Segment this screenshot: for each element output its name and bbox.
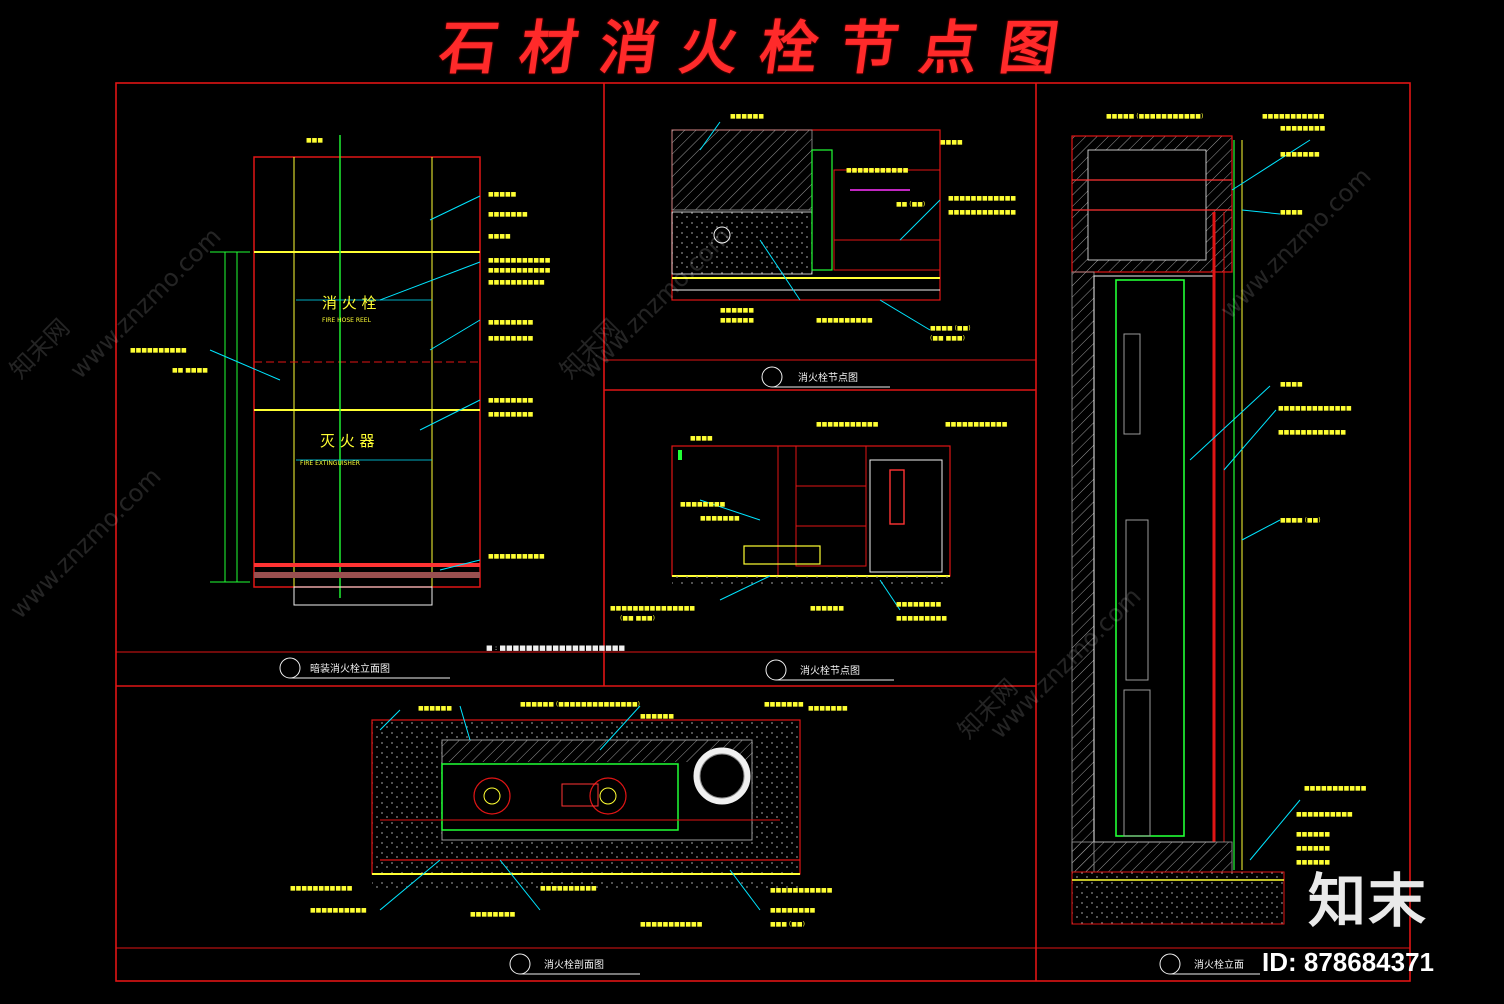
svg-text:(■■ ■■■): (■■ ■■■) — [620, 615, 655, 622]
svg-text:(■■ ■■■): (■■ ■■■) — [930, 335, 965, 342]
side-elevation-title-block: 消火栓立面 — [1159, 953, 1260, 975]
svg-text:■■■■■: ■■■■■ — [488, 191, 517, 198]
svg-text:■■■■■■■■■■■: ■■■■■■■■■■■ — [290, 885, 353, 892]
elevation-title-block: 暗装消火栓立面图 ■ : ■■■■■■■■■■■■■■■■■■■ — [279, 644, 625, 679]
svg-text:■■■■■■■■■■■■: ■■■■■■■■■■■■ — [948, 209, 1016, 216]
svg-text:■■■■■■: ■■■■■■ — [720, 307, 754, 314]
image-id-label: ID: 878684371 — [1262, 947, 1435, 977]
elevation-title: 暗装消火栓立面图 — [310, 662, 390, 675]
svg-text:■■■■: ■■■■ — [1280, 209, 1303, 216]
svg-text:■■■■ (■■): ■■■■ (■■) — [930, 325, 971, 332]
hydrant-label-en: FIRE HOSE REEL — [322, 317, 372, 324]
extinguisher-label-en: FIRE EXTINGUISHER — [300, 460, 360, 467]
svg-text:■■■■■■■■: ■■■■■■■■ — [488, 397, 534, 404]
svg-text:■■■■■■■■■■: ■■■■■■■■■■ — [816, 317, 873, 324]
drawing-title: 石材消火栓节点图 — [435, 14, 1085, 82]
svg-text:■■■■■■■■■■: ■■■■■■■■■■ — [310, 907, 367, 914]
watermark-site-4: www.znzmo.com — [4, 462, 166, 624]
section-view: ■■■■■■■■■■■■ (■■■■■■■■■■■■■■) ■■■■■■■■■■… — [290, 701, 848, 928]
svg-text:■■■: ■■■ — [306, 137, 323, 144]
svg-text:■■■■■■: ■■■■■■ — [640, 713, 674, 720]
svg-text:■■■■■■■■: ■■■■■■■■ — [1280, 125, 1326, 132]
svg-text:■■■■■■: ■■■■■■ — [1296, 831, 1330, 838]
svg-text:■■■■■■■■■■: ■■■■■■■■■■ — [540, 885, 597, 892]
svg-text:■■■■■ (■■■■■■■■■■■): ■■■■■ (■■■■■■■■■■■) — [1106, 113, 1203, 120]
svg-text:■■■■■■■■■■■: ■■■■■■■■■■■ — [945, 421, 1008, 428]
svg-text:■■ (■■): ■■ (■■) — [896, 201, 925, 208]
node-detail-b: ■■■■■■■■■■■■■■■ ■■■■■■■■■■■■■■■■■■■ ■■■■… — [610, 421, 1008, 622]
svg-text:■■ ■■■■: ■■ ■■■■ — [172, 367, 208, 374]
svg-text:■■■■■■■: ■■■■■■■ — [700, 515, 740, 522]
node-detail-a: ■■■■■■■■■■ ■■■■■■■■■■■■■ (■■) ■■■■■■■■■■… — [671, 113, 1016, 342]
svg-text:■■■■■■ (■■■■■■■■■■■■■■): ■■■■■■ (■■■■■■■■■■■■■■) — [520, 701, 640, 708]
svg-text:■■■■■■■■■■■: ■■■■■■■■■■■ — [1304, 785, 1367, 792]
svg-text:■■■■■■■■■■■: ■■■■■■■■■■■ — [770, 887, 833, 894]
svg-text:■■■■■■■■■■■■■■■: ■■■■■■■■■■■■■■■ — [610, 605, 695, 612]
svg-text:■■■■ (■■): ■■■■ (■■) — [1280, 517, 1321, 524]
svg-text:■■■■■■■■: ■■■■■■■■ — [896, 601, 942, 608]
svg-text:■■■■■■■■■■: ■■■■■■■■■■ — [130, 347, 187, 354]
svg-text:■■■■■■: ■■■■■■ — [810, 605, 844, 612]
watermark-site-5: www.znzmo.com — [1214, 162, 1376, 324]
hydrant-label: 消 火 栓 — [322, 294, 377, 312]
svg-text:■■■■■■■■■■■: ■■■■■■■■■■■ — [488, 267, 551, 274]
svg-text:■■■■■■■■■■: ■■■■■■■■■■ — [1296, 811, 1353, 818]
svg-text:■■■■: ■■■■ — [1280, 381, 1303, 388]
svg-text:■■■■■■■■■■■: ■■■■■■■■■■■ — [816, 421, 879, 428]
side-elevation-view: ■■■■■ (■■■■■■■■■■■)■■■■■■■■■■■ ■■■■■■■■■… — [1071, 113, 1367, 925]
svg-text:■■■■■■■■: ■■■■■■■■ — [488, 411, 534, 418]
svg-text:■■■■■■■■■: ■■■■■■■■■ — [896, 615, 947, 622]
svg-text:■■■■■■: ■■■■■■ — [730, 113, 764, 120]
svg-text:■■■■■■■■: ■■■■■■■■ — [488, 335, 534, 342]
brand-logo: 知末 — [1308, 867, 1429, 935]
watermark-cn-1: 知末网 — [4, 314, 75, 385]
svg-text:■ : ■■■■■■■■■■■■■■■■■■■: ■ : ■■■■■■■■■■■■■■■■■■■ — [486, 644, 625, 652]
svg-text:■■■■■■■■■■■■: ■■■■■■■■■■■■ — [1278, 429, 1346, 436]
svg-text:■■■■■■■: ■■■■■■■ — [1280, 151, 1320, 158]
svg-text:■■■■■■■■■■■: ■■■■■■■■■■■ — [846, 167, 909, 174]
svg-text:■■■■■■■■: ■■■■■■■■ — [770, 907, 816, 914]
svg-text:■■■■■■: ■■■■■■ — [1296, 859, 1330, 866]
section-title: 消火栓剖面图 — [544, 958, 604, 971]
svg-text:■■■ (■■): ■■■ (■■) — [770, 921, 805, 928]
extinguisher-label: 灭 火 器 — [320, 432, 375, 450]
svg-text:■■■■■■■■■■■■■: ■■■■■■■■■■■■■ — [1278, 405, 1352, 412]
section-title-block: 消火栓剖面图 — [509, 953, 640, 975]
node-b-title: 消火栓节点图 — [800, 664, 860, 677]
node-b-title-block: 消火栓节点图 — [765, 659, 894, 681]
svg-text:■■■■■■■■: ■■■■■■■■ — [680, 501, 726, 508]
svg-text:■■■■■■: ■■■■■■ — [418, 705, 452, 712]
watermark-site-3: www.znzmo.com — [984, 582, 1146, 744]
node-a-title: 消火栓节点图 — [798, 371, 858, 384]
svg-text:■■■■■■: ■■■■■■ — [1296, 845, 1330, 852]
svg-text:■■■■■■■: ■■■■■■■ — [764, 701, 804, 708]
svg-text:■■■■: ■■■■ — [488, 233, 511, 240]
elevation-view: ■■■■■■■■■■■■ ■■■■■■■■■■■■■■■ ■■■■■■■■■■■… — [130, 135, 551, 606]
svg-text:■■■■■■■■■■■: ■■■■■■■■■■■ — [1262, 113, 1325, 120]
svg-text:■■■■■■■■■■■■: ■■■■■■■■■■■■ — [948, 195, 1016, 202]
svg-text:■■■■■■■■■■■: ■■■■■■■■■■■ — [488, 257, 551, 264]
svg-text:■■■■■■■■■■■: ■■■■■■■■■■■ — [640, 921, 703, 928]
title-block-lines — [116, 359, 1410, 949]
svg-text:■■■■: ■■■■ — [940, 139, 963, 146]
watermark-site-1: www.znzmo.com — [64, 222, 226, 384]
svg-text:■■■■■■■■■■: ■■■■■■■■■■ — [488, 553, 545, 560]
svg-text:■■■■: ■■■■ — [690, 435, 713, 442]
svg-text:■■■■■■■: ■■■■■■■ — [488, 211, 528, 218]
sheet-frame — [115, 82, 1411, 982]
svg-text:■■■■■■■■: ■■■■■■■■ — [470, 911, 516, 918]
svg-text:■■■■■■: ■■■■■■ — [720, 317, 754, 324]
svg-text:■■■■■■■■: ■■■■■■■■ — [488, 319, 534, 326]
node-a-title-block: 消火栓节点图 — [761, 366, 890, 388]
svg-text:■■■■■■■: ■■■■■■■ — [808, 705, 848, 712]
side-elevation-title: 消火栓立面 — [1194, 958, 1244, 971]
svg-text:■■■■■■■■■■: ■■■■■■■■■■ — [488, 279, 545, 286]
